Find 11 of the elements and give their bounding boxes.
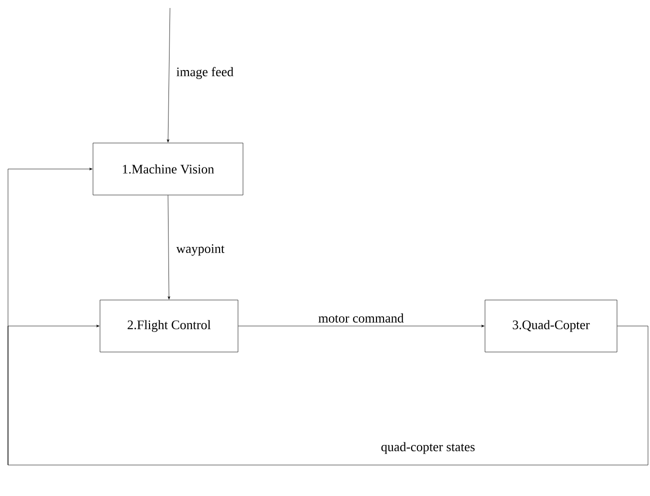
- edge-label: image feed: [175, 66, 235, 80]
- arrow: [238, 324, 484, 328]
- arrow: [168, 195, 170, 300]
- edge-label: waypoint: [175, 243, 226, 257]
- arrow: [166, 8, 170, 142]
- arrow: [8, 324, 100, 466]
- process-box: 1.Machine Vision: [92, 142, 244, 196]
- edge-label: quad-copter states: [380, 441, 476, 455]
- process-box: 2.Flight Control: [100, 300, 238, 352]
- edge-label: motor command: [317, 312, 405, 324]
- process-box: 3.Quad-Copter: [484, 300, 618, 352]
